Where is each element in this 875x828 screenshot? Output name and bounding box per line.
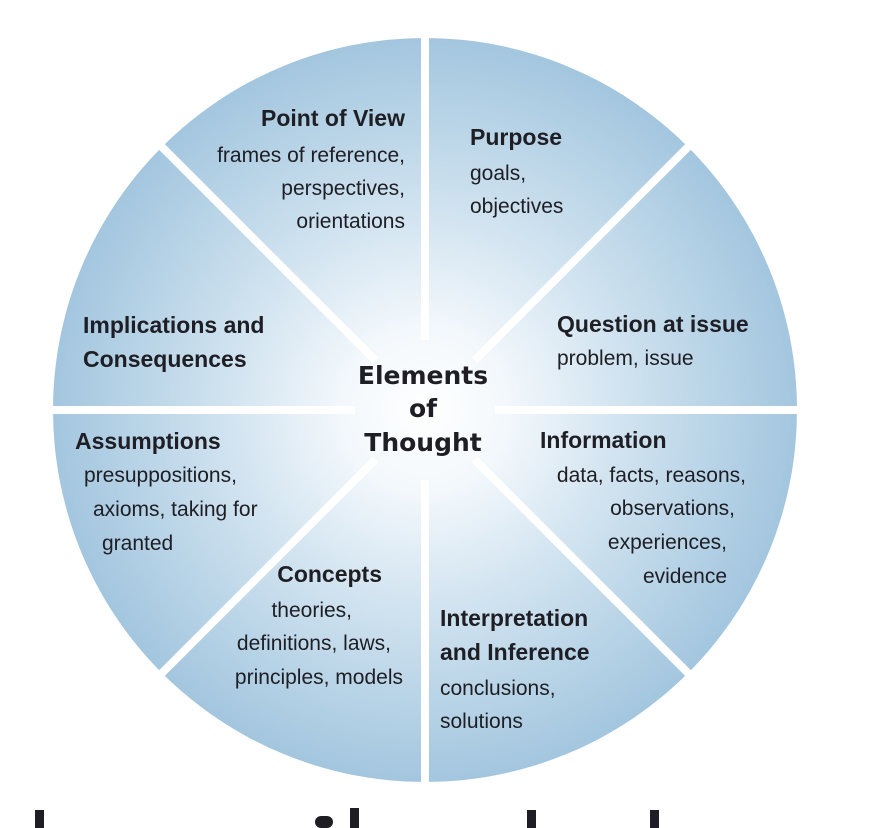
segment-detail-line: perspectives, — [281, 177, 405, 200]
cropped-glyph-top — [350, 808, 359, 828]
segment-detail-line: principles, models — [235, 666, 403, 689]
segment-assumptions: Assumptions presuppositions, axioms, tak… — [75, 428, 258, 555]
segment-divider-line — [157, 456, 379, 678]
segment-question-at-issue: Question at issue problem, issue — [557, 311, 749, 370]
segment-concepts: Concepts theories, definitions, laws, pr… — [235, 561, 403, 689]
segment-detail-line: data, facts, reasons, — [557, 464, 746, 487]
segment-point-of-view: Point of View frames of reference, persp… — [217, 105, 405, 233]
segment-interpretation-and-inference: Interpretation and Inference conclusions… — [440, 605, 590, 733]
segment-title: Purpose — [470, 124, 562, 150]
segment-detail-line: goals, — [470, 162, 526, 185]
segment-detail-line: frames of reference, — [217, 144, 405, 167]
cropped-glyph-top — [315, 816, 333, 828]
segment-detail-line: granted — [102, 532, 173, 555]
cropped-glyph-top — [527, 810, 536, 828]
segment-divider-line — [471, 456, 693, 678]
segment-title: Assumptions — [75, 428, 221, 454]
cropped-caption-fragment — [0, 808, 875, 828]
center-label: Elements of Thought — [358, 361, 488, 457]
segment-title: Information — [540, 427, 667, 453]
segment-title: Question at issue — [557, 311, 749, 337]
segment-detail-line: presuppositions, — [84, 464, 237, 487]
segment-information: Information data, facts, reasons, observ… — [540, 427, 746, 588]
segment-detail-line: solutions — [440, 710, 523, 733]
segment-title: Interpretation — [440, 605, 588, 631]
segment-detail-line: axioms, taking for — [93, 498, 258, 521]
segment-detail-line: conclusions, — [440, 677, 556, 700]
segment-divider-line — [157, 142, 379, 364]
segment-divider-line — [471, 142, 693, 364]
segment-detail-line: experiences, — [608, 531, 727, 554]
segment-title: Consequences — [83, 346, 247, 372]
segment-purpose: Purpose goals, objectives — [470, 124, 563, 218]
segment-detail-line: orientations — [296, 210, 405, 233]
segment-title: and Inference — [440, 639, 590, 665]
segment-detail-line: theories, — [271, 599, 352, 622]
center-label-line: Thought — [364, 428, 482, 457]
segment-implications-and-consequences: Implications and Consequences — [83, 312, 264, 372]
segment-detail-line: evidence — [643, 565, 727, 588]
cropped-glyph-top — [650, 810, 659, 828]
segment-title: Concepts — [277, 561, 382, 587]
segment-detail-line: observations, — [610, 497, 735, 520]
segment-detail-line: definitions, laws, — [237, 632, 391, 655]
center-label-line: Elements — [358, 361, 488, 390]
segment-detail-line: objectives — [470, 195, 563, 218]
segment-dividers — [51, 36, 799, 784]
cropped-glyph-top — [35, 810, 44, 828]
segment-title: Implications and — [83, 312, 264, 338]
center-label-line: of — [409, 394, 438, 423]
segment-detail-line: problem, issue — [557, 347, 694, 370]
segment-title: Point of View — [261, 105, 405, 131]
